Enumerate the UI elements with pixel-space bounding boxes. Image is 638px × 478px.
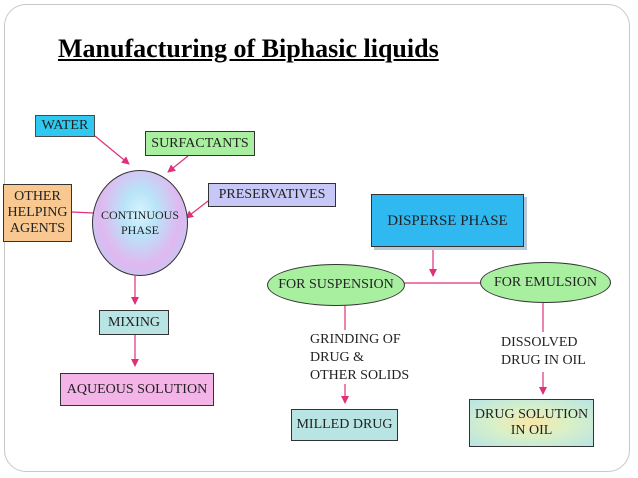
dissolved-step-text: DISSOLVED DRUG IN OIL	[501, 335, 586, 368]
surfactants-box: SURFACTANTS	[145, 131, 255, 156]
for-suspension-ellipse: FOR SUSPENSION	[267, 264, 405, 306]
mixing-box: MIXING	[99, 310, 169, 335]
disperse-phase-box: DISPERSE PHASE	[371, 194, 524, 247]
continuous-phase-ellipse: CONTINUOUS PHASE	[92, 170, 188, 276]
milled-drug-box: MILLED DRUG	[291, 409, 398, 441]
preservatives-box: PRESERVATIVES	[208, 183, 336, 207]
drug-solution-box: DRUG SOLUTION IN OIL	[469, 399, 594, 447]
grinding-step-text: GRINDING OF DRUG & OTHER SOLIDS	[310, 332, 410, 383]
for-emulsion-ellipse: FOR EMULSION	[480, 262, 611, 303]
water-box: WATER	[35, 115, 95, 137]
for-suspension-label: FOR SUSPENSION	[278, 277, 394, 292]
page-title: Manufacturing of Biphasic liquids	[58, 34, 439, 63]
other-helping-agents-box: OTHER HELPING AGENTS	[3, 184, 72, 242]
for-emulsion-label: FOR EMULSION	[493, 274, 598, 290]
continuous-phase-label: CONTINUOUS PHASE	[101, 208, 179, 237]
aqueous-solution-box: AQUEOUS SOLUTION	[60, 373, 214, 406]
